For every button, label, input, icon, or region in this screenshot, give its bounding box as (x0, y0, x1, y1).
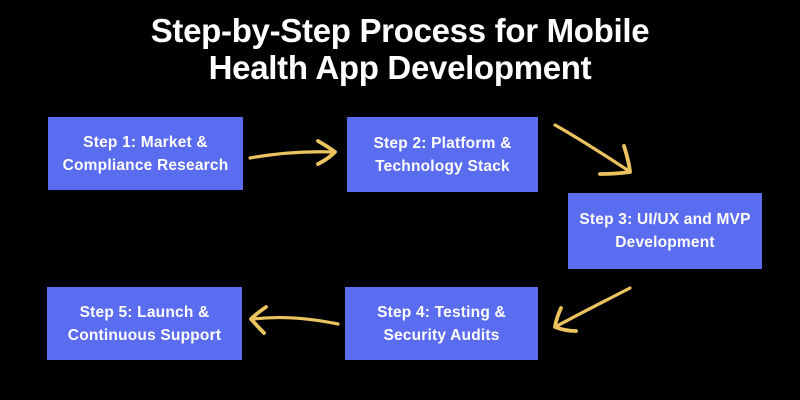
step-4-box: Step 4: Testing & Security Audits (345, 287, 538, 360)
arrow-step4-to-step5-icon (249, 305, 340, 335)
arrow-step2-to-step3-icon (553, 123, 632, 176)
title-line-1: Step-by-Step Process for Mobile (150, 12, 650, 49)
step-5-label-line-2: Continuous Support (67, 326, 222, 344)
step-2-label-line-1: Step 2: Platform & (373, 134, 512, 152)
step-1-label-line-2: Compliance Research (62, 156, 229, 174)
title-line-2: Health App Development (208, 49, 592, 86)
arrow-step3-to-step4-icon (553, 286, 632, 333)
step-5-box: Step 5: Launch & Continuous Support (47, 287, 242, 360)
page-title: Step-by-Step Process for Mobile Health A… (0, 12, 800, 86)
step-3-label-line-1: Step 3: UI/UX and MVP (579, 211, 751, 228)
step-3-label-line-2: Development (615, 234, 715, 251)
step-3-box: Step 3: UI/UX and MVP Development (568, 193, 762, 269)
step-2-box: Step 2: Platform & Technology Stack (347, 117, 538, 192)
step-5-label-line-1: Step 5: Launch & (79, 303, 210, 321)
step-2-label-line-2: Technology Stack (375, 157, 510, 175)
step-1-label-line-1: Step 1: Market & (83, 133, 208, 151)
step-1-box: Step 1: Market & Compliance Research (48, 117, 243, 190)
step-4-label-line-1: Step 4: Testing & (377, 303, 506, 321)
arrow-step1-to-step2-icon (248, 139, 337, 166)
step-4-label-line-2: Security Audits (383, 326, 500, 344)
